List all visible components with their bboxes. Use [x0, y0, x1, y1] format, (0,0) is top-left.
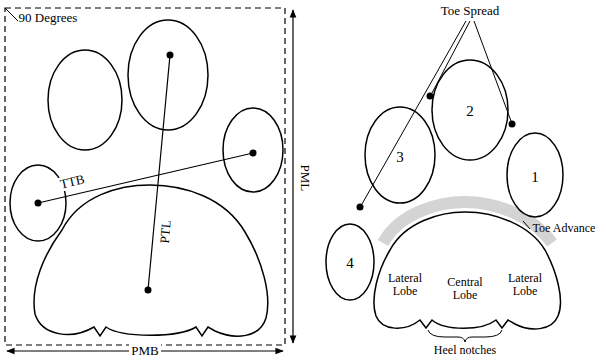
toe-number: 1 [531, 170, 539, 186]
leader-line [362, 21, 466, 204]
toe-pad [223, 108, 283, 192]
toe-number: 4 [346, 256, 354, 272]
measure-dot [145, 287, 152, 294]
dimension-label: PMB [129, 344, 160, 358]
toe-number: 3 [396, 150, 404, 166]
toe-pad [507, 133, 563, 217]
spread-dot [357, 204, 364, 211]
lobe-label: Lateral Lobe [503, 272, 547, 297]
dimension-label: PML [298, 165, 312, 192]
dimension-label: PTL [158, 218, 174, 246]
toe-pad [10, 165, 66, 241]
angle-label: 90 Degrees [19, 11, 78, 25]
pml-arrow [292, 10, 293, 343]
spread-dot [427, 93, 434, 100]
corner-mark [5, 8, 18, 21]
leader-line [474, 21, 511, 121]
callout-label: Toe Advance [533, 222, 596, 235]
heel-pad [374, 212, 561, 329]
lobe-label: Lateral Lobe [383, 272, 427, 297]
bracket [428, 330, 502, 342]
toe-pad [365, 107, 435, 203]
leader-line [432, 21, 470, 93]
ttb-line [38, 153, 253, 203]
measure-dot [35, 200, 42, 207]
toe-pad [326, 224, 374, 300]
bounding-box [5, 8, 285, 345]
toe-pad [48, 50, 122, 150]
callout-label: Toe Spread [441, 4, 500, 18]
toe-pad [432, 60, 508, 160]
spread-dot [509, 121, 516, 128]
lobe-label: Central Lobe [443, 276, 487, 301]
ptl-line [148, 55, 170, 290]
dimension-label: TTB [57, 172, 88, 192]
measure-dot [167, 52, 174, 59]
callout-label: Heel notches [434, 344, 496, 357]
leader-line [523, 221, 530, 229]
toe-number: 2 [466, 104, 474, 120]
measure-dot [250, 150, 257, 157]
